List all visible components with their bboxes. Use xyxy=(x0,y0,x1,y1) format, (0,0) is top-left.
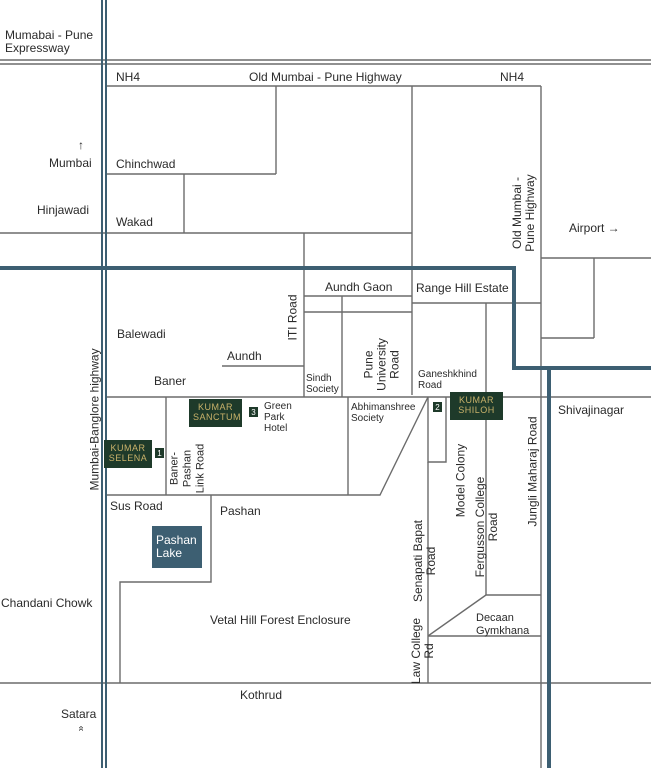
fergusson-road-label: Fergusson College Road xyxy=(473,476,500,578)
hinjawadi-label: Hinjawadi xyxy=(37,203,90,217)
north-arrow-icon: ↑ xyxy=(78,138,84,152)
airport-label: Airport → xyxy=(569,221,620,235)
kumar-shiloh-marker[interactable]: KUMAR SHILOH xyxy=(450,392,503,420)
aundh-label: Aundh xyxy=(227,349,262,363)
nh4-left-label: NH4 xyxy=(116,70,141,84)
model-colony-label: Model Colony xyxy=(453,443,468,518)
baner-label: Baner xyxy=(154,374,187,388)
range-hill-label: Range Hill Estate xyxy=(416,281,509,295)
ring-road xyxy=(0,266,651,370)
pune-university-road-label: Pune University Road xyxy=(361,338,402,391)
abhimanshree-label: Abhimanshree Society xyxy=(351,402,416,424)
pashan-label: Pashan xyxy=(220,504,261,518)
wakad-label: Wakad xyxy=(116,215,153,229)
decaan-gymkhana-label: Decaan Gymkhana xyxy=(476,612,530,637)
kothrud-label: Kothrud xyxy=(240,688,283,702)
chinchwad-label: Chinchwad xyxy=(116,157,176,171)
mumbai-label: Mumbai xyxy=(49,156,92,170)
green-park-label: Green Park Hotel xyxy=(264,401,292,434)
kumar-sanctum-number[interactable]: 3 xyxy=(248,406,259,418)
satara-label: Satara xyxy=(61,707,97,721)
nh4-right-label: NH4 xyxy=(500,70,525,84)
aundh-gaon-label: Aundh Gaon xyxy=(325,280,393,294)
balewadi-label: Balewadi xyxy=(117,327,166,341)
south-arrow-icon: » xyxy=(75,725,87,732)
iti-road-label: ITI Road xyxy=(285,294,300,341)
baner-pashan-road-label: Baner- Pashan Link Road xyxy=(168,443,207,494)
vetal-hill-label: Vetal Hill Forest Enclosure xyxy=(210,613,351,627)
kumar-shiloh-number[interactable]: 2 xyxy=(432,401,443,413)
mumbai-banglore-label: Mumbai-Banglore highway xyxy=(87,348,102,491)
kumar-selena-marker[interactable]: KUMAR SELENA xyxy=(104,440,152,468)
old-highway-label: Old Mumbai - Pune Highway xyxy=(249,70,402,84)
sus-road-label: Sus Road xyxy=(110,499,163,513)
kumar-selena-number[interactable]: 1 xyxy=(154,447,165,459)
ganeshkhind-road-label: Ganeshkhind Road xyxy=(418,369,477,391)
shivajinagar-label: Shivajinagar xyxy=(558,403,625,417)
old-highway-vertical-label: Old Mumbai - Pune Highway xyxy=(510,174,537,252)
law-college-road-label: Law College Rd xyxy=(409,617,436,685)
kumar-sanctum-marker[interactable]: KUMAR SANCTUM xyxy=(189,399,242,427)
chandani-chowk-label: Chandani Chowk xyxy=(1,596,93,610)
pashan-lake: Pashan Lake xyxy=(152,526,202,568)
sindh-society-label: Sindh Society xyxy=(306,373,339,395)
jungli-maharaj-label: Jungli Maharaj Road xyxy=(525,416,540,527)
expressway-label: Mumabai - Pune Expressway xyxy=(5,28,94,55)
senapati-bapat-label: Senapati Bapat Road xyxy=(411,519,438,603)
